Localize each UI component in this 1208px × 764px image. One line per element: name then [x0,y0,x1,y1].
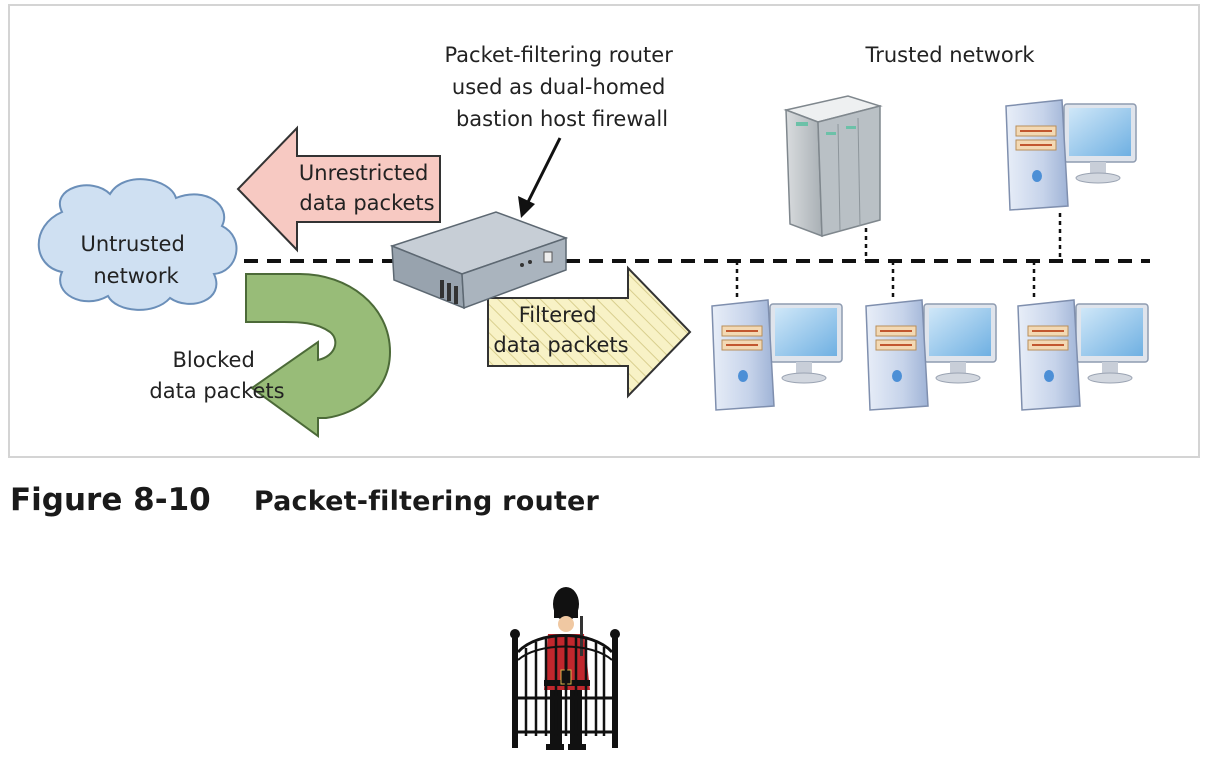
workstation-icon [1017,299,1149,411]
router-icon [389,211,569,310]
unrestricted-packets-label: Unrestricted data packets [299,161,435,215]
guard-gate-icon [510,587,620,750]
workstation-icon [1005,99,1137,211]
blocked-packets-arrow [245,273,392,438]
filtered-packets-label: Filtered data packets [493,303,628,357]
filtered-packets-arrow [487,265,692,399]
cloud-icon [37,178,238,311]
router-label: Packet-filtering router used as dual-hom… [444,43,679,131]
figure-number: Figure 8-10 [10,482,211,518]
workstation-icon [711,299,843,411]
unrestricted-packets-arrow [236,125,441,253]
router-pointer-arrow [518,137,562,218]
trusted-network-label: Trusted network [864,43,1035,67]
network-diagram: Untrusted network Unrestricted data pack… [37,43,1150,438]
untrusted-network-label: Untrusted network [81,232,192,288]
figure-title: Packet-filtering router [253,486,600,517]
connection-drops [735,213,1062,300]
workstation-icon [865,299,997,411]
server-icon [783,95,883,238]
figure-caption: Figure 8-10 Packet-filtering router [10,482,599,522]
blocked-packets-label: Blocked data packets [149,348,284,403]
